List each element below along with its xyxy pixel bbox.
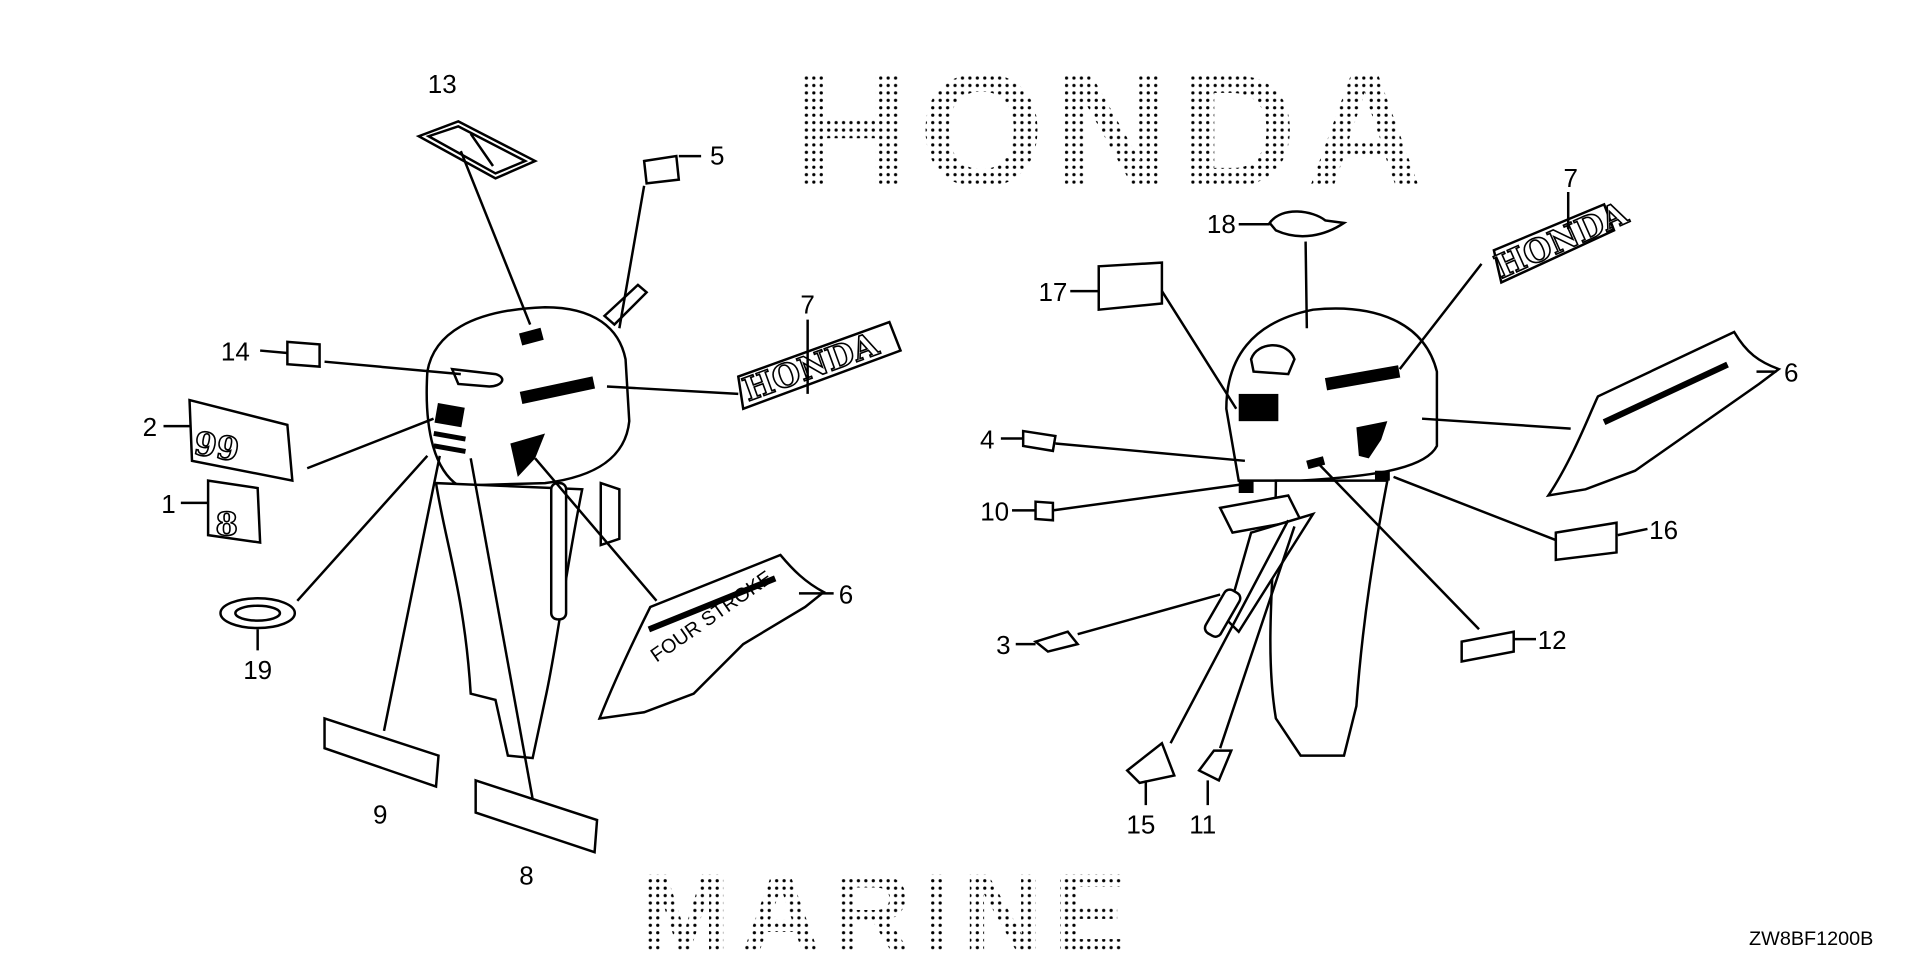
part-13-label bbox=[415, 120, 539, 180]
part-5-label bbox=[642, 154, 681, 185]
watermark-line-2: MARINE bbox=[638, 850, 1137, 960]
callout-10: 10 bbox=[980, 496, 1009, 526]
callout-numbers: 13 5 7 14 2 1 19 9 8 6 18 17 7 6 4 10 16… bbox=[143, 69, 1799, 891]
outboard-engine-right bbox=[1203, 307, 1439, 757]
callout-18: 18 bbox=[1207, 209, 1236, 239]
callout-6-left: 6 bbox=[839, 579, 853, 609]
callout-16: 16 bbox=[1649, 515, 1678, 545]
decal-8-text: 8 bbox=[216, 505, 238, 543]
watermark: HONDA MARINE bbox=[638, 41, 1433, 960]
part-12-label bbox=[1460, 630, 1515, 663]
part-9-stripe bbox=[323, 716, 440, 789]
callout-15: 15 bbox=[1126, 810, 1155, 840]
callout-12: 12 bbox=[1538, 625, 1567, 655]
part-4-label bbox=[1021, 429, 1057, 453]
part-16-label bbox=[1554, 521, 1618, 562]
callout-19: 19 bbox=[243, 655, 272, 685]
part-6-four-stroke-decal-left: FOUR STROKE bbox=[597, 553, 826, 720]
callout-8: 8 bbox=[519, 860, 533, 890]
callout-11: 11 bbox=[1189, 810, 1216, 840]
part-18-emblem bbox=[1268, 210, 1348, 238]
callout-14: 14 bbox=[221, 336, 250, 366]
part-7-honda-decal-right: HONDA bbox=[1488, 193, 1635, 287]
callout-3: 3 bbox=[996, 630, 1010, 660]
outboard-engine-left bbox=[425, 283, 649, 760]
part-6-four-stroke-decal-right bbox=[1545, 330, 1782, 498]
part-19-emblem bbox=[219, 597, 297, 630]
decal-99-text: 99 bbox=[191, 424, 242, 469]
part-11-label bbox=[1197, 749, 1234, 783]
part-17-label bbox=[1097, 261, 1164, 312]
callout-7-right: 7 bbox=[1563, 163, 1577, 193]
callout-17: 17 bbox=[1038, 277, 1067, 307]
part-2-decal-99: 99 bbox=[188, 398, 294, 483]
decal-parts-right: HONDA bbox=[1021, 193, 1782, 785]
callout-1: 1 bbox=[161, 489, 175, 519]
figure-code: ZW8BF1200B bbox=[1749, 928, 1873, 950]
part-14-label bbox=[286, 340, 321, 368]
watermark-line-1: HONDA bbox=[793, 41, 1433, 221]
part-15-label bbox=[1125, 741, 1176, 785]
honda-logo-text-right: HONDA bbox=[1489, 194, 1634, 286]
callout-9: 9 bbox=[373, 800, 387, 830]
part-3-label bbox=[1032, 630, 1080, 653]
callout-5: 5 bbox=[710, 141, 724, 171]
callout-7-left: 7 bbox=[800, 289, 814, 319]
honda-logo-text: HONDA bbox=[738, 325, 884, 409]
part-8-stripe bbox=[474, 778, 599, 854]
part-1-decal-8: 8 bbox=[206, 479, 262, 544]
callout-13: 13 bbox=[428, 69, 457, 99]
part-10-label bbox=[1034, 500, 1055, 522]
part-7-honda-decal-left: HONDA bbox=[736, 320, 903, 411]
callout-6-right: 6 bbox=[1784, 358, 1798, 388]
callout-4: 4 bbox=[980, 424, 994, 454]
callout-2: 2 bbox=[143, 412, 157, 442]
leader-lines bbox=[163, 150, 1777, 806]
